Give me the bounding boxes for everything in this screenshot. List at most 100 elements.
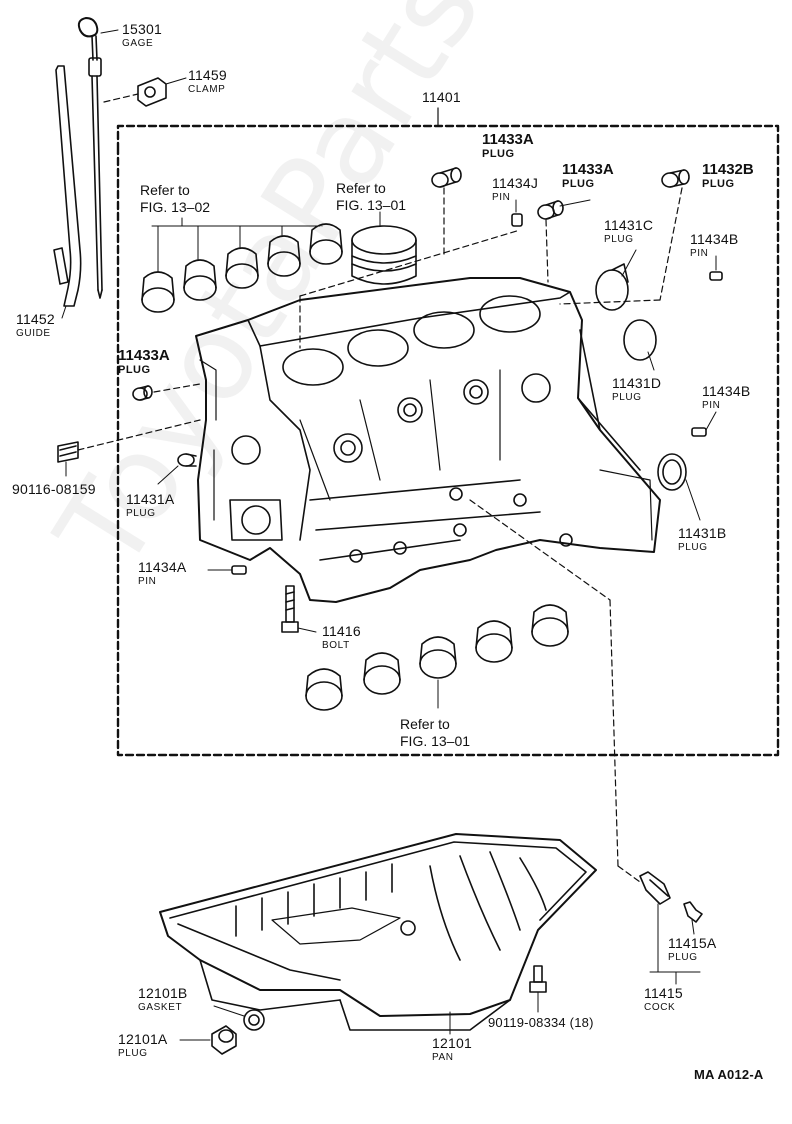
reference-upper-bearings: Refer to FIG. 13–02 bbox=[140, 182, 210, 216]
callout-plug-11431a-name: PLUG bbox=[126, 508, 156, 519]
callout-plug-11431a-part: 11431A bbox=[126, 491, 175, 507]
callout-plug-12101a-part: 12101A bbox=[118, 1031, 168, 1047]
reference-piston-line2: FIG. 13–01 bbox=[336, 197, 407, 213]
callout-pin-11434j-part: 11434J bbox=[492, 175, 539, 191]
callout-plug-11433a-left: 11433A PLUG bbox=[118, 348, 170, 376]
callout-plug-11432b: 11432B PLUG bbox=[702, 162, 754, 190]
callout-plug-11431c-name: PLUG bbox=[604, 234, 634, 245]
reference-upper-bearings-line2: FIG. 13–02 bbox=[140, 199, 211, 215]
reference-upper-bearings-line1: Refer to bbox=[140, 182, 190, 198]
callout-pin-11434b-mid-part: 11434B bbox=[702, 383, 751, 399]
callout-gasket-12101b-part: 12101B bbox=[138, 985, 188, 1001]
callout-gage: 15301 GAGE bbox=[122, 22, 162, 49]
callout-bolt-11416: 11416 BOLT bbox=[322, 624, 361, 651]
pin-11434b-mid bbox=[691, 411, 717, 437]
callout-plug-11431b-name: PLUG bbox=[678, 542, 708, 553]
callout-gasket-12101b: 12101B GASKET bbox=[138, 986, 187, 1013]
small-parts bbox=[57, 167, 723, 633]
callout-cock-11415: 11415 COCK bbox=[644, 986, 683, 1013]
callout-plug-12101a: 12101A PLUG bbox=[118, 1032, 167, 1059]
pin-11434a bbox=[207, 565, 247, 575]
callout-pan-bolt: 90119-08334 (18) bbox=[488, 1015, 594, 1030]
stud-90116 bbox=[57, 441, 79, 477]
callout-guide-part: 11452 bbox=[16, 311, 55, 327]
plug-11431a bbox=[157, 453, 197, 485]
callout-pin-11434a-name: PIN bbox=[138, 576, 157, 587]
callout-clamp-part: 11459 bbox=[188, 67, 227, 83]
drain-plug-and-gasket bbox=[179, 1005, 265, 1055]
callout-bolt-11416-name: BOLT bbox=[322, 640, 350, 651]
callout-plug-11433a-left-part: 11433A bbox=[118, 347, 170, 364]
callout-stud-90116: 90116-08159 bbox=[12, 481, 96, 497]
bolt-11416 bbox=[281, 585, 317, 633]
callout-plug-11433a-mid: 11433A PLUG bbox=[562, 162, 614, 190]
callout-plug-11433a-top: 11433A PLUG bbox=[482, 132, 534, 160]
pin-11434j bbox=[511, 199, 523, 227]
drain-cock bbox=[639, 871, 703, 985]
reference-lower-bearings-line1: Refer to bbox=[400, 716, 450, 732]
callout-plug-11415a-part: 11415A bbox=[668, 935, 717, 951]
callout-pin-11434a: 11434A PIN bbox=[138, 560, 186, 587]
pan-bolt bbox=[529, 965, 547, 1013]
callout-clamp: 11459 CLAMP bbox=[188, 68, 227, 95]
callout-plug-11432b-name: PLUG bbox=[702, 178, 735, 190]
callout-plug-11415a-name: PLUG bbox=[668, 952, 698, 963]
callout-plug-11433a-mid-name: PLUG bbox=[562, 178, 595, 190]
callout-pin-11434j: 11434J PIN bbox=[492, 176, 538, 203]
callout-pin-11434b-top-part: 11434B bbox=[690, 231, 739, 247]
callout-plug-11433a-top-part: 11433A bbox=[482, 131, 534, 148]
oil-pan bbox=[159, 833, 597, 1035]
reference-piston-line1: Refer to bbox=[336, 180, 386, 196]
callout-pin-11434j-name: PIN bbox=[492, 192, 511, 203]
callout-pin-11434b-mid-name: PIN bbox=[702, 400, 721, 411]
upper-main-bearings bbox=[141, 217, 343, 313]
callout-pin-11434b-mid: 11434B PIN bbox=[702, 384, 750, 411]
callout-cock-11415-name: COCK bbox=[644, 1002, 676, 1013]
callout-plug-11432b-part: 11432B bbox=[702, 161, 754, 178]
plug-11431c bbox=[595, 249, 637, 311]
piston-reference bbox=[351, 211, 417, 285]
plug-11431d bbox=[623, 319, 657, 371]
assembly-part-number: 11401 bbox=[422, 89, 461, 105]
oil-level-gage bbox=[77, 17, 119, 299]
plug-11433a-mid bbox=[537, 199, 591, 220]
callout-pin-11434b-top-name: PIN bbox=[690, 248, 709, 259]
plug-11431b bbox=[657, 453, 701, 521]
dashed-leaders bbox=[77, 187, 683, 883]
callout-plug-11431a: 11431A PLUG bbox=[126, 492, 174, 519]
callout-pan-12101-name: PAN bbox=[432, 1052, 454, 1063]
reference-lower-bearings-line2: FIG. 13–01 bbox=[400, 733, 471, 749]
dipstick-guide bbox=[53, 65, 82, 319]
callout-plug-11431c-part: 11431C bbox=[604, 217, 654, 233]
reference-piston: Refer to FIG. 13–01 bbox=[336, 180, 406, 214]
callout-gasket-12101b-name: GASKET bbox=[138, 1002, 183, 1013]
guide-clamp bbox=[103, 77, 187, 107]
callout-guide: 11452 GUIDE bbox=[16, 312, 55, 339]
callout-plug-11431d-part: 11431D bbox=[612, 375, 662, 391]
callout-bolt-11416-part: 11416 bbox=[322, 623, 361, 639]
callout-plug-11431d: 11431D PLUG bbox=[612, 376, 661, 403]
plug-11433a-left bbox=[132, 385, 153, 401]
callout-plug-11431c: 11431C PLUG bbox=[604, 218, 653, 245]
plug-11433a-top bbox=[431, 167, 462, 188]
lower-main-bearings bbox=[305, 604, 569, 711]
pin-11434b-top bbox=[709, 255, 723, 281]
callout-plug-11431b-part: 11431B bbox=[678, 525, 727, 541]
callout-plug-11433a-mid-part: 11433A bbox=[562, 161, 614, 178]
drawing-code: MA A012-A bbox=[694, 1067, 764, 1082]
callout-clamp-name: CLAMP bbox=[188, 84, 226, 95]
callout-pan-12101: 12101 PAN bbox=[432, 1036, 472, 1063]
callout-pin-11434a-part: 11434A bbox=[138, 559, 187, 575]
cylinder-block bbox=[195, 277, 661, 603]
callout-gage-part: 15301 bbox=[122, 21, 162, 37]
callout-pan-12101-part: 12101 bbox=[432, 1035, 472, 1051]
callout-plug-11431d-name: PLUG bbox=[612, 392, 642, 403]
callout-plug-12101a-name: PLUG bbox=[118, 1048, 148, 1059]
callout-gage-name: GAGE bbox=[122, 38, 154, 49]
callout-plug-11431b: 11431B PLUG bbox=[678, 526, 726, 553]
callout-guide-name: GUIDE bbox=[16, 328, 51, 339]
reference-lower-bearings: Refer to FIG. 13–01 bbox=[400, 716, 470, 750]
callout-pin-11434b-top: 11434B PIN bbox=[690, 232, 738, 259]
